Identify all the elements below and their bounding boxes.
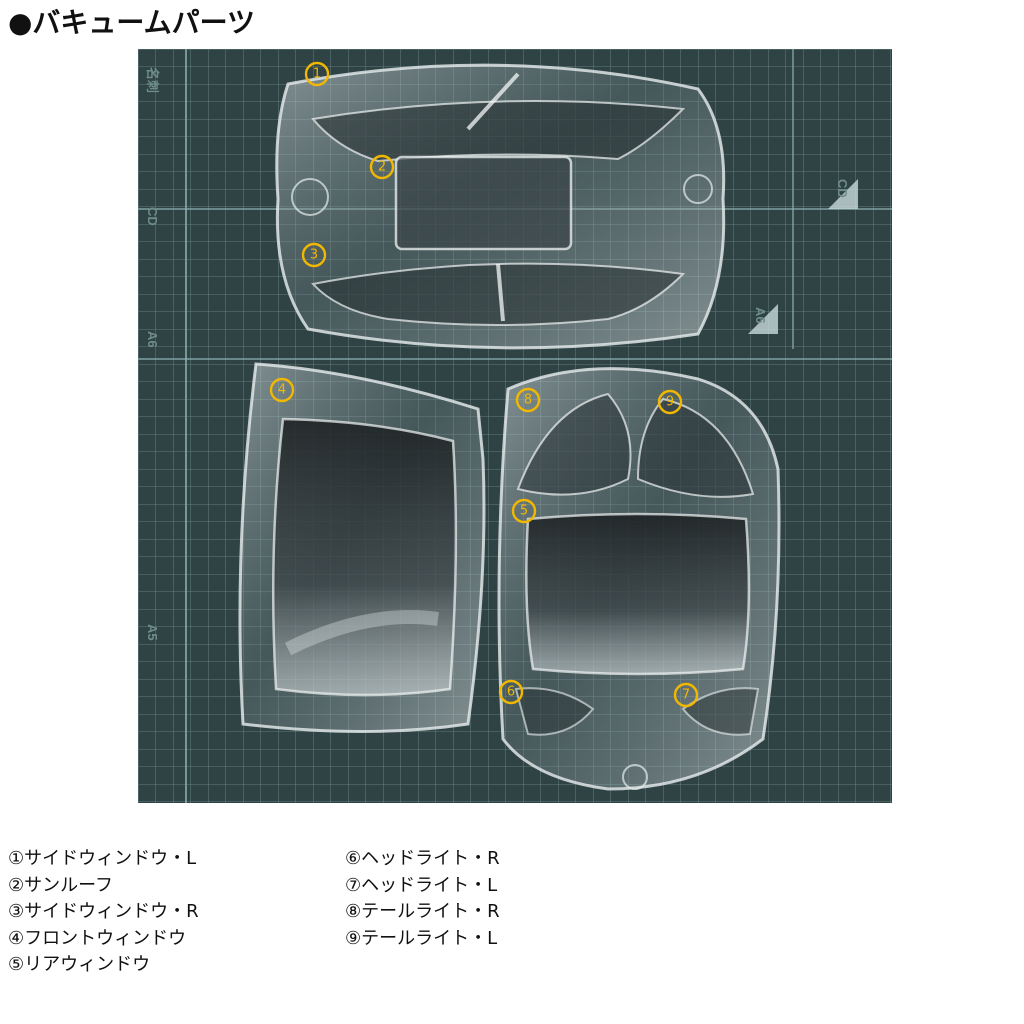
photo-illustration: 名刺 CD A6 A5 CD A6 — [138, 49, 892, 803]
callout-2: 2 — [369, 154, 395, 180]
callout-5: 5 — [511, 498, 537, 524]
svg-text:9: 9 — [666, 395, 674, 410]
svg-text:8: 8 — [524, 393, 532, 408]
legend-item: ⑨テールライト・L — [345, 927, 498, 949]
vacuum-part-rear — [497, 367, 781, 791]
legend-item: ③サイドウィンドウ・R — [8, 901, 199, 922]
mat-label-a6-left: A6 — [145, 331, 160, 348]
legend-item: ④フロントウィンドウ — [8, 927, 187, 949]
legend-right-column: ⑥ヘッドライト・R ⑦ヘッドライト・L ⑧テールライト・R ⑨テールライト・L — [345, 846, 500, 952]
callout-4: 4 — [269, 377, 295, 403]
mat-label-a5-left: A5 — [145, 624, 160, 641]
legend-item: ②サンルーフ — [8, 874, 114, 896]
vacuum-parts-photo: 名刺 CD A6 A5 CD A6 — [138, 49, 892, 803]
mat-label-cd-left: CD — [145, 207, 160, 226]
callout-7: 7 — [673, 682, 699, 708]
page-title: ●バキュームパーツ — [8, 6, 256, 39]
mat-label-meishi: 名刺 — [145, 67, 160, 93]
legend-item: ⑧テールライト・R — [345, 901, 500, 922]
callout-6: 6 — [498, 679, 524, 705]
callout-1: 1 — [304, 61, 330, 87]
callout-8: 8 — [515, 387, 541, 413]
svg-text:1: 1 — [313, 67, 321, 82]
callout-9: 9 — [657, 389, 683, 415]
mat-label-a6-right: A6 — [753, 307, 768, 324]
svg-text:2: 2 — [378, 160, 386, 175]
svg-text:3: 3 — [310, 248, 318, 263]
svg-text:4: 4 — [278, 383, 286, 398]
callout-3: 3 — [301, 242, 327, 268]
svg-text:6: 6 — [507, 685, 515, 700]
legend-item: ①サイドウィンドウ・L — [8, 848, 197, 869]
vacuum-part-front-window — [238, 362, 486, 733]
legend-item: ⑥ヘッドライト・R — [345, 848, 500, 869]
vacuum-part-top — [275, 63, 726, 350]
svg-text:7: 7 — [682, 688, 690, 703]
legend-left-column: ①サイドウィンドウ・L ②サンルーフ ③サイドウィンドウ・R ④フロントウィンド… — [8, 846, 199, 979]
svg-text:5: 5 — [520, 504, 528, 519]
legend-item: ⑦ヘッドライト・L — [345, 874, 498, 896]
legend-item: ⑤リアウィンドウ — [8, 954, 151, 975]
mat-label-cd-right: CD — [835, 179, 850, 198]
